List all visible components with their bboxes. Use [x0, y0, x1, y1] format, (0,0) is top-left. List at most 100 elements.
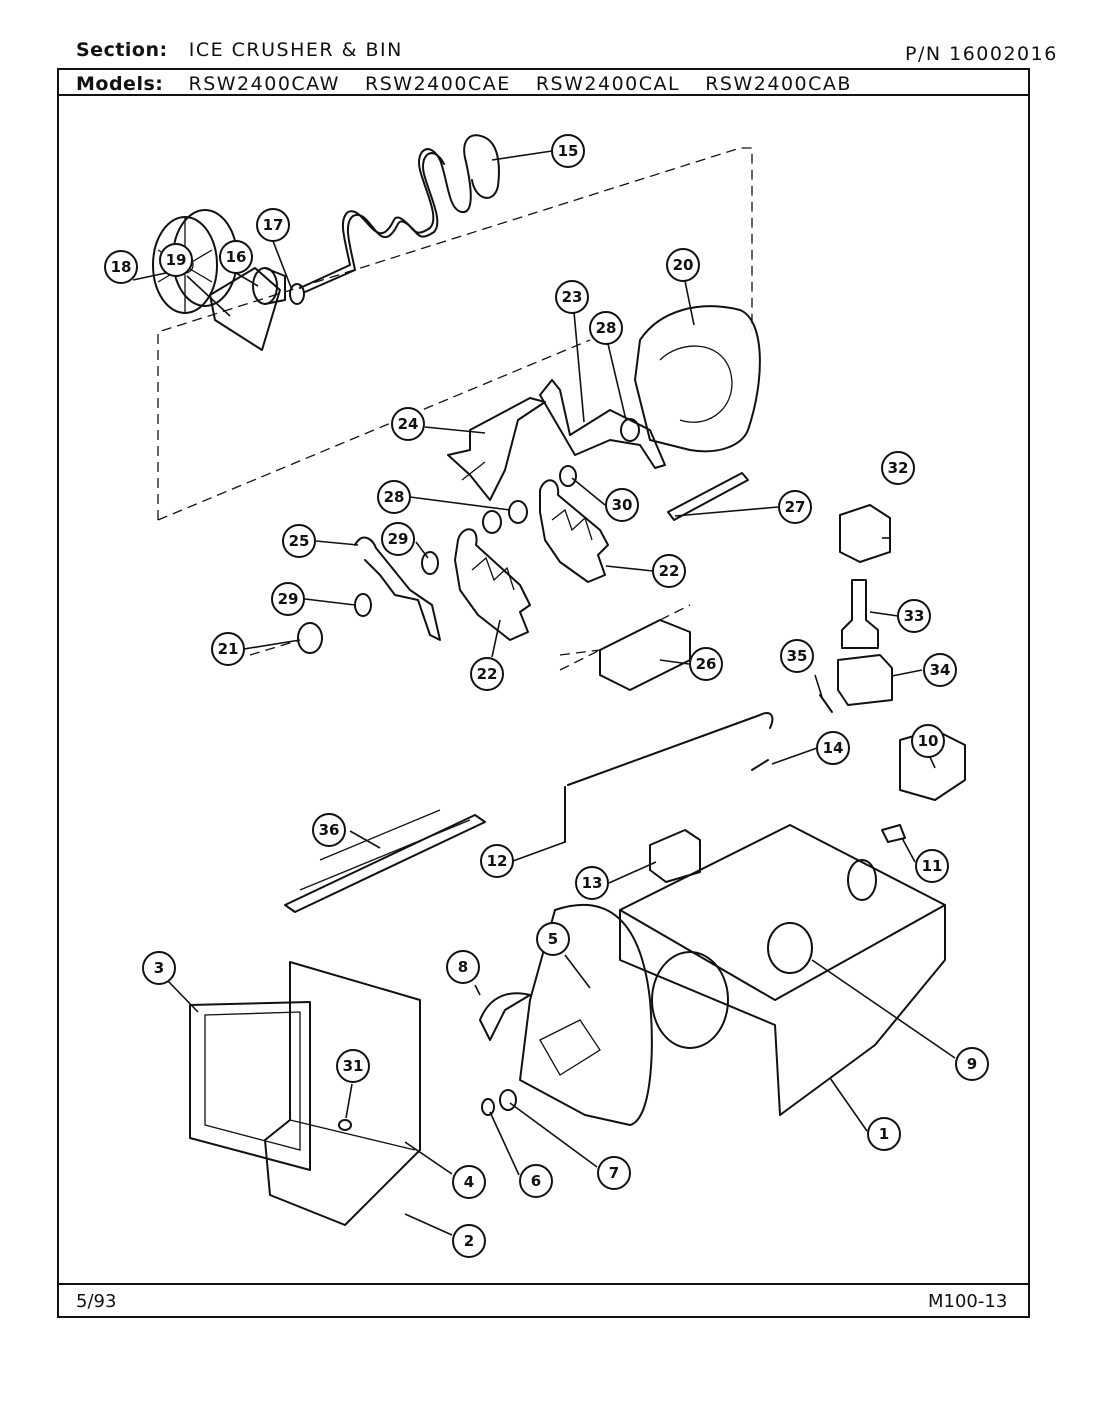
- callout-28-top-label: 28: [596, 319, 617, 337]
- callout-21: 21: [211, 632, 245, 666]
- callout-28-mid: 28: [377, 480, 411, 514]
- callout-24: 24: [391, 407, 425, 441]
- part-number-text: P/N 16002016: [905, 43, 1058, 65]
- bushing-28b: [508, 500, 528, 524]
- arm-22-upper: [539, 479, 609, 583]
- callout-35-label: 35: [787, 647, 808, 665]
- callout-14-label: 14: [823, 739, 844, 757]
- bushing-28a: [620, 418, 640, 442]
- callout-16: 16: [219, 240, 253, 274]
- diagram-frame: [57, 68, 1030, 1318]
- model-2: RSW2400CAE: [365, 73, 511, 95]
- door-3: [189, 1001, 311, 1171]
- callout-7: 7: [597, 1156, 631, 1190]
- callout-28-top: 28: [589, 311, 623, 345]
- callout-20-label: 20: [673, 256, 694, 274]
- callout-34-label: 34: [930, 661, 951, 679]
- rod-27: [667, 472, 749, 521]
- callout-36: 36: [312, 813, 346, 847]
- callout-29-low-label: 29: [278, 590, 299, 608]
- callout-4: 4: [452, 1165, 486, 1199]
- footer-page-code: M100-13: [928, 1291, 1008, 1312]
- bracket-13: [649, 829, 701, 883]
- section-title: Section: ICE CRUSHER & BIN: [76, 39, 403, 61]
- plunger-33: [841, 579, 879, 649]
- callout-14: 14: [816, 731, 850, 765]
- section-value: ICE CRUSHER & BIN: [188, 39, 403, 61]
- cover-20: [634, 305, 761, 453]
- spring-25: [354, 536, 441, 641]
- callout-11: 11: [915, 849, 949, 883]
- callout-30-label: 30: [612, 496, 633, 514]
- callout-19: 19: [159, 243, 193, 277]
- callout-2-label: 2: [464, 1232, 474, 1250]
- washer-7: [499, 1089, 517, 1111]
- callout-29-low: 29: [271, 582, 305, 616]
- callout-23-label: 23: [562, 288, 583, 306]
- callout-29-mid: 29: [381, 522, 415, 556]
- spring-31: [338, 1119, 352, 1131]
- callout-20: 20: [666, 248, 700, 282]
- callout-8-label: 8: [458, 958, 468, 976]
- clip-11: [881, 824, 906, 843]
- assembly-line-bottom: [157, 339, 591, 521]
- spring-15: [299, 134, 500, 293]
- callout-4-label: 4: [464, 1173, 474, 1191]
- callout-5: 5: [536, 922, 570, 956]
- models-line: Models: RSW2400CAW RSW2400CAE RSW2400CAL…: [76, 73, 852, 95]
- washer-17: [289, 283, 305, 305]
- callout-1: 1: [867, 1117, 901, 1151]
- callout-17-label: 17: [263, 216, 284, 234]
- rod-14: [564, 712, 774, 843]
- leader-lines: [132, 150, 956, 1236]
- callout-10-label: 10: [918, 732, 939, 750]
- callout-15: 15: [551, 134, 585, 168]
- model-3: RSW2400CAL: [535, 73, 681, 95]
- callout-17: 17: [256, 208, 290, 242]
- callout-2: 2: [452, 1224, 486, 1258]
- callout-19-label: 19: [166, 251, 187, 269]
- callout-31-label: 31: [343, 1057, 364, 1075]
- callout-13-label: 13: [582, 874, 603, 892]
- callout-3-label: 3: [154, 959, 164, 977]
- bracket-26: [559, 604, 691, 691]
- nut-21: [249, 622, 323, 656]
- callout-28-mid-label: 28: [384, 488, 405, 506]
- callout-6: 6: [519, 1164, 553, 1198]
- switch-34: [837, 654, 893, 706]
- assembly-line-top: [157, 147, 753, 520]
- callout-5-label: 5: [548, 930, 558, 948]
- callout-12: 12: [480, 844, 514, 878]
- part-number: P/N 16002016: [905, 43, 1058, 65]
- callout-15-label: 15: [558, 142, 579, 160]
- callout-13: 13: [575, 866, 609, 900]
- callout-25: 25: [282, 524, 316, 558]
- callout-36-label: 36: [319, 821, 340, 839]
- callout-22-low: 22: [470, 657, 504, 691]
- model-1: RSW2400CAW: [188, 73, 340, 95]
- model-4: RSW2400CAB: [705, 73, 852, 95]
- callout-33: 33: [897, 599, 931, 633]
- callout-10: 10: [911, 724, 945, 758]
- callout-16-label: 16: [226, 248, 247, 266]
- callout-22-low-label: 22: [477, 665, 498, 683]
- callout-23: 23: [555, 280, 589, 314]
- callout-11-label: 11: [922, 857, 943, 875]
- blade-8: [479, 992, 531, 1041]
- callout-22-right: 22: [652, 554, 686, 588]
- callout-30: 30: [605, 488, 639, 522]
- callout-21-label: 21: [218, 640, 239, 658]
- bracket-24: [447, 397, 546, 501]
- callout-18: 18: [104, 250, 138, 284]
- housing-5: [519, 903, 653, 1126]
- arm-22-lower: [454, 528, 531, 641]
- footer-row: [57, 1283, 1030, 1318]
- bearing-16: [252, 267, 286, 305]
- bin-1: [619, 824, 946, 1116]
- callout-26-label: 26: [696, 655, 717, 673]
- callout-29-mid-label: 29: [388, 530, 409, 548]
- washer-29b: [354, 593, 372, 617]
- callout-9: 9: [955, 1047, 989, 1081]
- callout-26: 26: [689, 647, 723, 681]
